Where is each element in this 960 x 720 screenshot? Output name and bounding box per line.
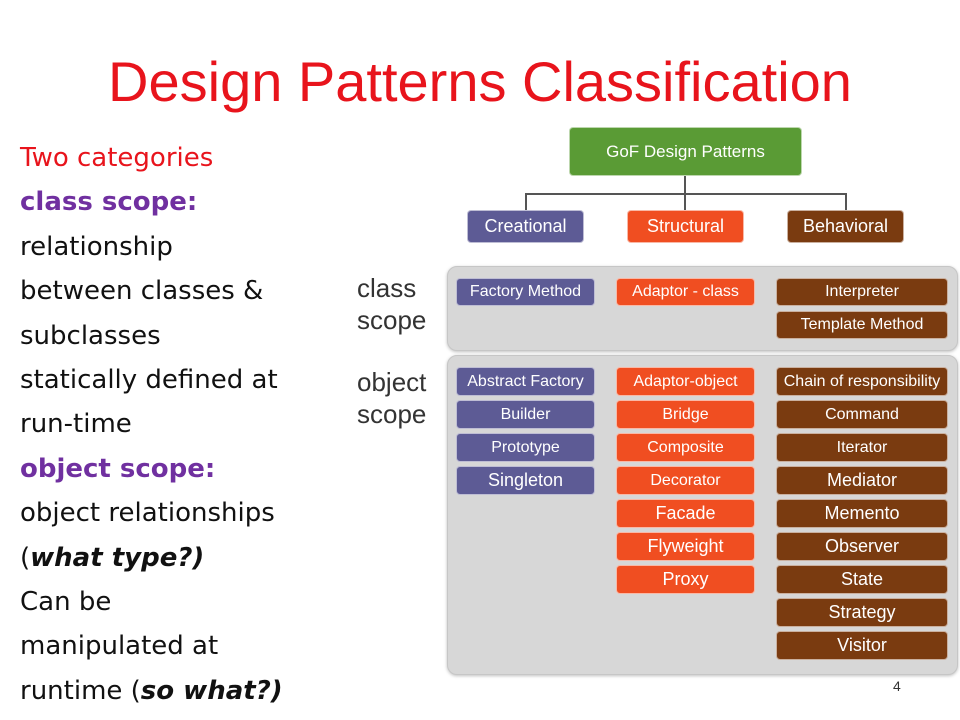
text-line: (what type?) <box>20 536 340 580</box>
connector-line <box>684 176 686 194</box>
slide-title: Design Patterns Classification <box>108 50 852 113</box>
class-scope-label: class scope <box>357 272 426 336</box>
text-line: statically defined at <box>20 365 278 396</box>
scope-label-line: object <box>357 367 427 397</box>
text-line: runtime (so what?) <box>20 669 340 713</box>
emphasis-text: so what?) <box>140 675 283 706</box>
pattern-decorator: Decorator <box>616 466 755 495</box>
category-creational: Creational <box>467 210 584 243</box>
pattern-facade: Facade <box>616 499 755 528</box>
pattern-command: Command <box>776 400 948 429</box>
pattern-bridge: Bridge <box>616 400 755 429</box>
pattern-builder: Builder <box>456 400 595 429</box>
text-line: object relationships <box>20 498 275 529</box>
object-scope-heading: object scope: <box>20 453 216 484</box>
pattern-interpreter: Interpreter <box>776 278 948 306</box>
pattern-observer: Observer <box>776 532 948 561</box>
text-fragment: runtime ( <box>20 675 141 706</box>
text-line: run-time <box>20 409 132 440</box>
pattern-mediator: Mediator <box>776 466 948 495</box>
pattern-state: State <box>776 565 948 594</box>
pattern-proxy: Proxy <box>616 565 755 594</box>
pattern-singleton: Singleton <box>456 466 595 495</box>
text-fragment: ( <box>20 542 31 573</box>
page-number: 4 <box>893 678 901 694</box>
object-scope-label: object scope <box>357 366 426 430</box>
text-line: relationship <box>20 231 173 262</box>
pattern-prototype: Prototype <box>456 433 595 462</box>
pattern-adaptor-class: Adaptor - class <box>616 278 755 306</box>
scope-label-line: scope <box>357 305 427 335</box>
text-line: manipulated at <box>20 631 219 662</box>
scope-label-line: scope <box>357 399 427 429</box>
pattern-template-method: Template Method <box>776 311 948 339</box>
categories-heading: Two categories <box>20 143 214 173</box>
pattern-factory-method: Factory Method <box>456 278 595 306</box>
left-text-block: Two categories class scope: relationship… <box>20 136 340 713</box>
pattern-adaptor-object: Adaptor-object <box>616 367 755 396</box>
text-line: subclasses <box>20 320 161 351</box>
pattern-flyweight: Flyweight <box>616 532 755 561</box>
pattern-iterator: Iterator <box>776 433 948 462</box>
connector-line <box>845 193 847 210</box>
connector-line <box>684 193 686 210</box>
scope-label-line: class <box>357 273 417 303</box>
pattern-chain-of-responsibility: Chain of responsibility <box>776 367 948 396</box>
pattern-visitor: Visitor <box>776 631 948 660</box>
pattern-abstract-factory: Abstract Factory <box>456 367 595 396</box>
root-node: GoF Design Patterns <box>569 127 802 176</box>
category-structural: Structural <box>627 210 744 243</box>
pattern-composite: Composite <box>616 433 755 462</box>
connector-line <box>525 193 847 195</box>
category-behavioral: Behavioral <box>787 210 904 243</box>
class-scope-heading: class scope: <box>20 187 198 218</box>
text-line: between classes & <box>20 276 264 307</box>
pattern-memento: Memento <box>776 499 948 528</box>
connector-line <box>525 193 527 210</box>
pattern-strategy: Strategy <box>776 598 948 627</box>
emphasis-text: what type?) <box>30 542 205 573</box>
text-line: Can be <box>20 587 112 618</box>
